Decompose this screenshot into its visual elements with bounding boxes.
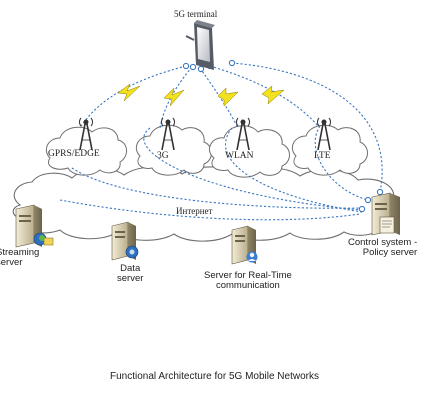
cloud-wlan — [209, 125, 290, 178]
figure-caption: Functional Architecture for 5G Mobile Ne… — [110, 371, 319, 382]
tower-gprs-icon — [79, 117, 93, 151]
endpoint-terminal-5 — [228, 59, 236, 67]
control-server-label-line1: Control system - — [348, 237, 418, 248]
internet-label: Интернет — [176, 206, 213, 216]
network-label-wlan: WLAN — [225, 151, 254, 161]
link-terminal-wlan — [199, 67, 239, 129]
streaming-server-label: Streaming server — [0, 248, 39, 268]
link-3g-control — [143, 127, 363, 211]
link-gprs-control — [71, 167, 363, 209]
network-label-3g: 3G — [157, 151, 169, 161]
realtime-server-label: Server for Real-Time communication — [204, 271, 292, 291]
endpoint-control-3 — [376, 188, 384, 196]
network-label-gprs-edge: GPRS/EDGE — [48, 149, 100, 159]
control-server-icon — [371, 192, 400, 236]
tower-wlan-icon — [236, 117, 250, 151]
data-server-label: Data server — [117, 264, 143, 284]
link-lte-control — [314, 125, 369, 201]
tower-3g-icon — [161, 117, 175, 151]
bolt-gprs-icon — [117, 83, 141, 102]
endpoint-control-2 — [364, 196, 372, 204]
wireless-bolts — [117, 83, 285, 107]
endpoint-control-1 — [358, 205, 366, 213]
terminal-label: 5G terminal — [174, 9, 218, 19]
realtime-server-label-line1: Server for Real-Time — [204, 270, 292, 281]
realtime-server-label-line2: communication — [215, 279, 280, 291]
data-server-icon — [111, 221, 139, 261]
antenna-towers — [79, 117, 331, 151]
link-internet-control — [59, 199, 361, 221]
endpoint-terminal-2 — [189, 63, 197, 71]
streaming-server-label-line1: Streaming — [0, 247, 40, 258]
cloud-lte — [291, 124, 368, 176]
network-label-lte: LTE — [314, 151, 331, 161]
streaming-server-label-line2: server — [0, 256, 23, 268]
endpoint-terminal-3 — [197, 65, 205, 73]
tower-lte-icon — [317, 117, 331, 151]
bolt-3g-icon — [163, 87, 185, 107]
endpoint-terminal-1 — [182, 62, 190, 70]
control-server-label: Control system - Policy server — [348, 238, 417, 258]
terminal-icon — [185, 20, 215, 70]
link-wlan-control — [225, 127, 363, 213]
internet-cloud — [12, 166, 400, 242]
bolt-lte-icon — [261, 85, 285, 105]
data-server-label-line1: Data — [120, 263, 141, 274]
control-server-label-line2: Policy server — [362, 246, 418, 258]
bolt-wlan-icon — [217, 87, 239, 107]
realtime-server-icon — [231, 225, 258, 265]
cloud-gprs-edge — [45, 126, 127, 176]
data-server-label-line2: server — [117, 272, 144, 284]
streaming-server-icon — [15, 204, 54, 248]
